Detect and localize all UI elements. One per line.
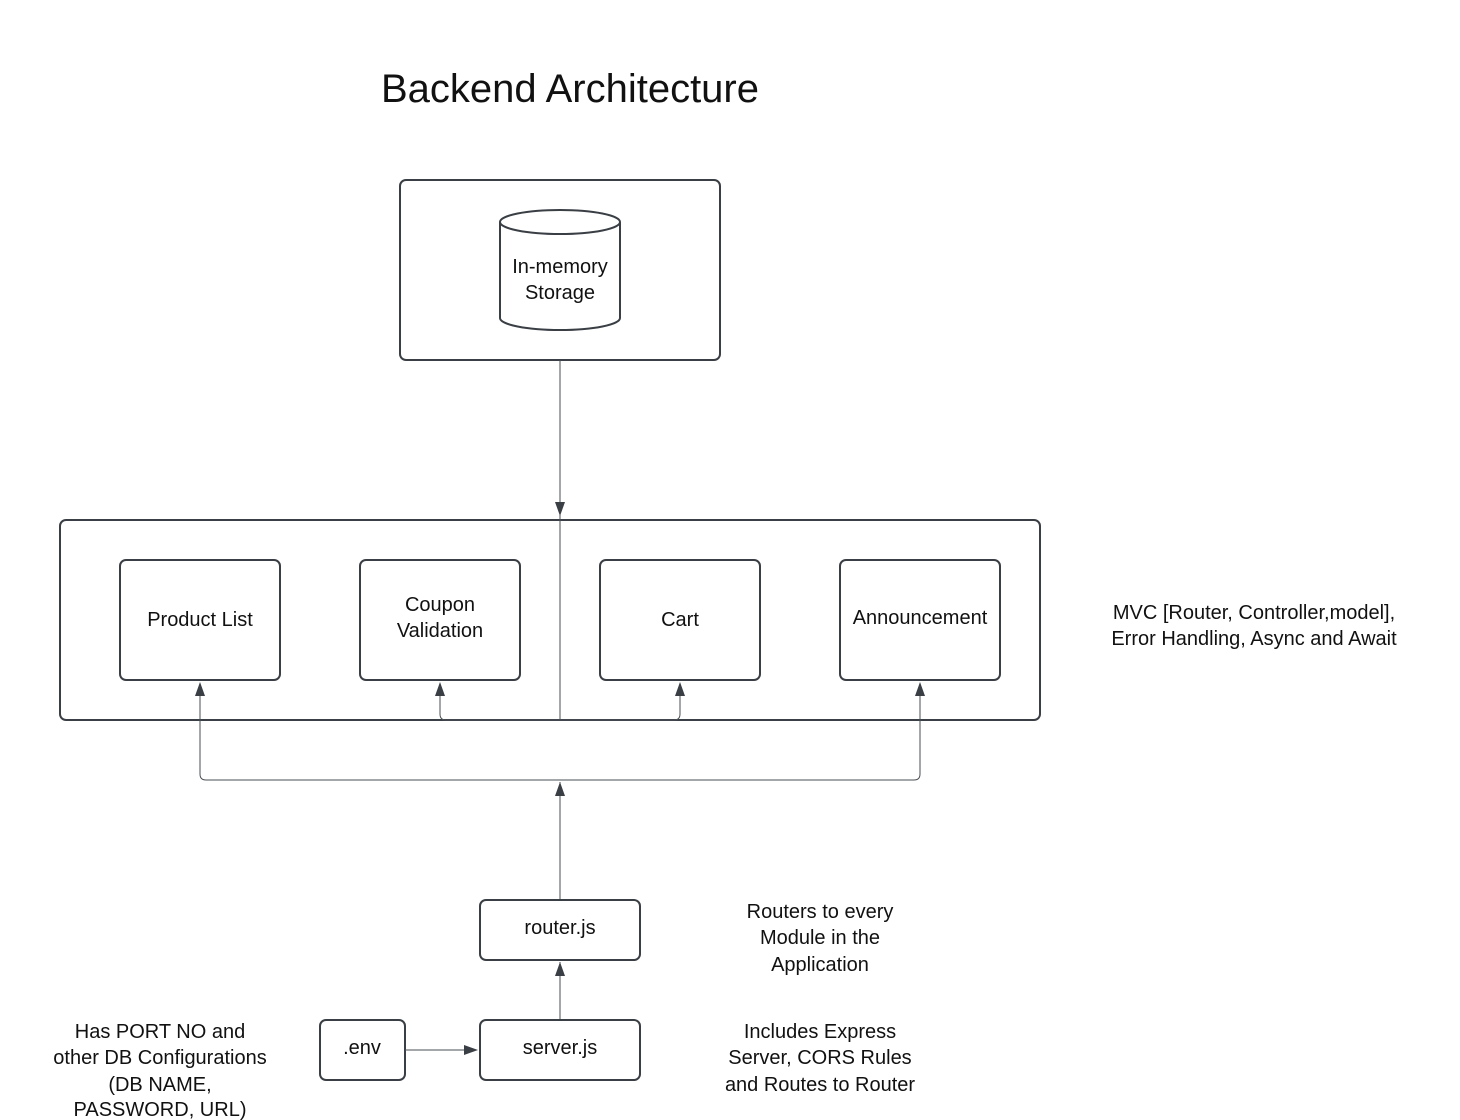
coupon-validation-box[interactable]	[359, 559, 521, 681]
env-note-line4: PASSWORD, URL)	[74, 1099, 247, 1120]
mvc-note-line2: Error Handling, Async and Await	[1111, 628, 1397, 650]
server-js-label: server.js	[523, 1037, 597, 1059]
env-note-line2: other DB Configurations	[53, 1047, 266, 1069]
database-cylinder-icon[interactable]	[499, 209, 621, 331]
env-note-line3: (DB NAME,	[108, 1074, 211, 1096]
cart-arrowhead-icon	[675, 682, 685, 696]
product-list-arrowhead-icon	[195, 682, 205, 696]
cart-box[interactable]	[599, 559, 761, 681]
router-arrowhead-icon	[555, 782, 565, 796]
cart-label: Cart	[661, 609, 699, 631]
announcement-label: Announcement	[853, 607, 988, 629]
router-distribution-connector	[199, 684, 921, 781]
coupon-cart-connector	[439, 684, 681, 721]
mvc-note-line1: MVC [Router, Controller,model],	[1113, 602, 1395, 624]
announcement-arrowhead-icon	[915, 682, 925, 696]
storage-label-line1: In-memory	[512, 256, 608, 278]
announcement-box[interactable]	[839, 559, 1001, 681]
server-arrowhead-icon	[555, 962, 565, 976]
router-note-line2: Module in the	[760, 927, 880, 949]
router-note-line3: Application	[771, 954, 869, 976]
env-label: .env	[343, 1037, 381, 1059]
coupon-label-line1: Coupon	[405, 594, 475, 616]
server-note-line3: and Routes to Router	[725, 1074, 915, 1096]
server-note-line1: Includes Express	[744, 1021, 896, 1043]
env-note-line1: Has PORT NO and	[75, 1021, 245, 1043]
server-note-line2: Server, CORS Rules	[728, 1047, 911, 1069]
server-js-box[interactable]	[479, 1019, 641, 1081]
storage-label-line2: Storage	[525, 282, 595, 304]
coupon-arrowhead-icon	[435, 682, 445, 696]
router-note-line1: Routers to every	[747, 901, 894, 923]
router-js-label: router.js	[524, 917, 595, 939]
env-arrowhead-icon	[464, 1045, 478, 1055]
product-list-box[interactable]	[119, 559, 281, 681]
router-js-box[interactable]	[479, 899, 641, 961]
coupon-label-line2: Validation	[397, 620, 483, 642]
product-list-label: Product List	[147, 609, 253, 631]
storage-arrowhead-icon	[555, 502, 565, 516]
diagram-title: Backend Architecture	[381, 67, 759, 111]
